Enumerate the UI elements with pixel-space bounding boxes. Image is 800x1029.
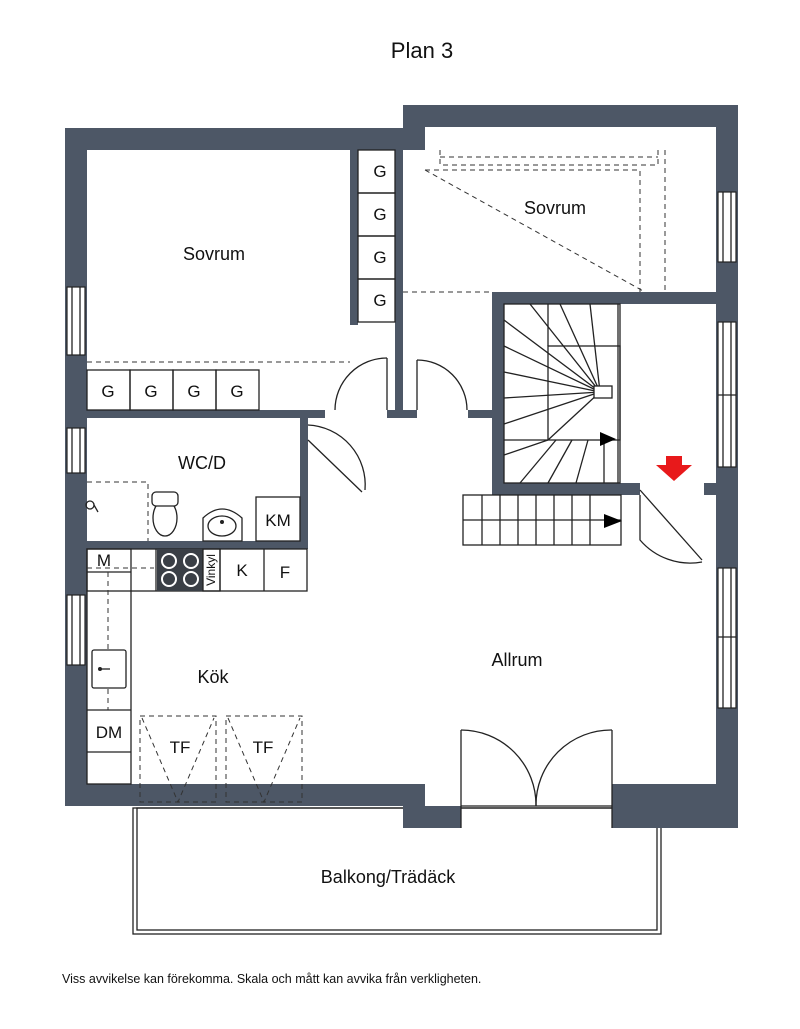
wine-cooler-label: Vinkyl bbox=[204, 554, 218, 586]
wardrobe-label: G bbox=[187, 382, 200, 401]
balcony bbox=[132, 807, 662, 935]
dishwasher-label: DM bbox=[96, 723, 122, 742]
plan-title: Plan 3 bbox=[391, 38, 453, 63]
fridge-label: K bbox=[236, 561, 248, 580]
roof-slope-lines bbox=[87, 150, 666, 363]
microwave-label: M bbox=[97, 551, 111, 570]
wardrobe-label: G bbox=[373, 291, 386, 310]
wardrobe-label: G bbox=[373, 162, 386, 181]
wardrobe-label: G bbox=[373, 205, 386, 224]
room-label-bedroom-left: Sovrum bbox=[183, 244, 245, 264]
roof-windows bbox=[139, 715, 303, 804]
disclaimer: Viss avvikelse kan förekomma. Skala och … bbox=[62, 972, 481, 986]
kitchen-counter bbox=[86, 548, 308, 785]
staircase bbox=[462, 303, 622, 546]
windows bbox=[66, 191, 737, 709]
wardrobe-label: G bbox=[144, 382, 157, 401]
room-label-bedroom-right: Sovrum bbox=[524, 198, 586, 218]
doors bbox=[307, 357, 703, 828]
freezer-label: F bbox=[280, 563, 290, 582]
bathroom-fixtures bbox=[85, 481, 301, 542]
room-label-kitchen: Kök bbox=[197, 667, 229, 687]
entrance-arrow-icon bbox=[656, 456, 692, 481]
interior-walls bbox=[87, 150, 718, 549]
washing-machine-label: KM bbox=[265, 511, 291, 530]
room-label-living: Allrum bbox=[491, 650, 542, 670]
roof-window-label: TF bbox=[253, 738, 274, 757]
wardrobe-label: G bbox=[101, 382, 114, 401]
wardrobe-label: G bbox=[373, 248, 386, 267]
room-label-wc: WC/D bbox=[178, 453, 226, 473]
wardrobes bbox=[86, 149, 396, 411]
wardrobe-label: G bbox=[230, 382, 243, 401]
roof-window-label: TF bbox=[170, 738, 191, 757]
room-label-balcony: Balkong/Trädäck bbox=[321, 867, 456, 887]
